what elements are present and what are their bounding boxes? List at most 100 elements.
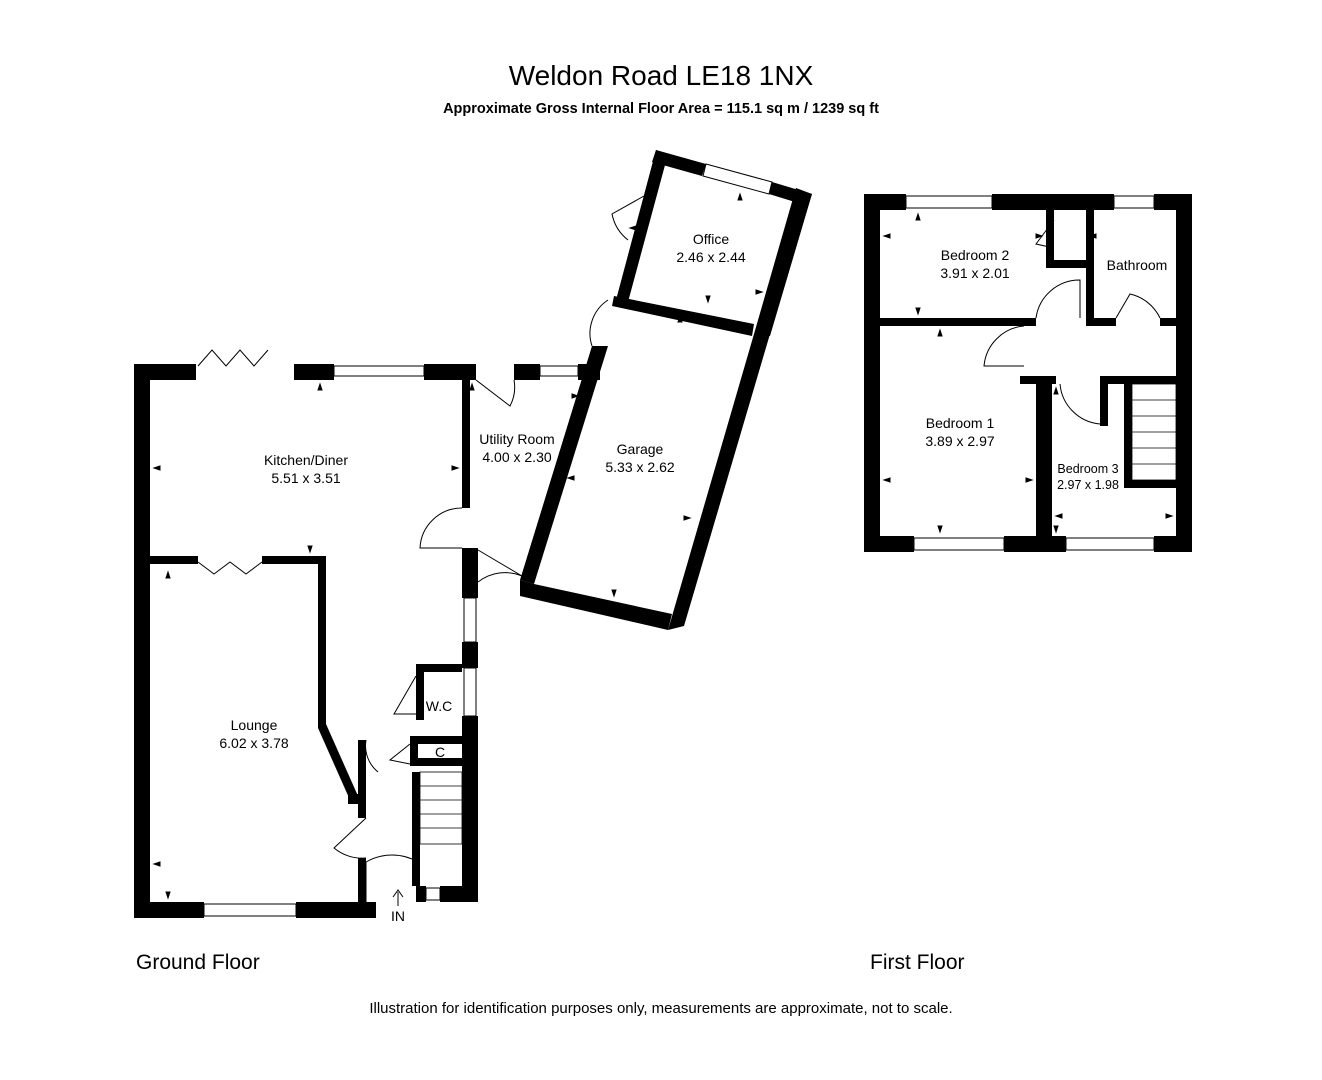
bifold-door-kitchen — [197, 349, 269, 367]
ff-wall-bed1-east — [1036, 376, 1044, 552]
ff-wall-south-c — [1154, 536, 1192, 552]
room-size-bedroom1: 3.89 x 2.97 — [925, 433, 994, 449]
wall-wc-south — [410, 736, 462, 744]
ff-wall-stair-inner — [1124, 384, 1132, 484]
wall-garage-office — [612, 296, 754, 336]
wall-east-low — [462, 716, 478, 902]
stairs — [419, 771, 463, 845]
door-bedroom3 — [1059, 383, 1101, 425]
floor-area-subtitle: Approximate Gross Internal Floor Area = … — [443, 101, 879, 117]
front-door-swing — [365, 854, 419, 918]
disclaimer-text: Illustration for identification purposes… — [369, 1000, 953, 1017]
window-bedroom1 — [913, 537, 1005, 551]
ff-wall-stairwell-north — [1100, 376, 1176, 384]
door-garage-office — [589, 299, 609, 347]
door-bedroom2 — [1035, 279, 1081, 319]
wall-stairs-west — [412, 772, 420, 886]
wall-lounge-east-angled — [318, 556, 358, 800]
window-utility — [539, 365, 579, 377]
window-hall-south — [425, 887, 441, 901]
wall-wc-north — [416, 664, 462, 672]
wall-utility-south-post — [462, 548, 478, 598]
first-floor-label: First Floor — [870, 951, 965, 974]
dimension-arrows — [152, 192, 764, 900]
ff-wall-landing — [1020, 376, 1056, 384]
room-size-bedroom3: 2.97 x 1.98 — [1057, 478, 1119, 492]
door-bathroom — [1115, 293, 1161, 319]
wall-wc-west — [416, 664, 424, 720]
room-name-kitchen: Kitchen/Diner — [264, 452, 348, 468]
ground-floor-plan — [134, 150, 812, 918]
wall-lounge-east-knuckle — [348, 794, 362, 804]
ff-wall-north-a — [864, 194, 906, 210]
ff-wall-cupboard-west — [1046, 210, 1054, 268]
room-name-utility: Utility Room — [479, 431, 554, 447]
ff-wall-east — [1176, 194, 1192, 552]
room-size-lounge: 6.02 x 3.78 — [219, 735, 288, 751]
wall-south-hall — [440, 886, 478, 902]
wall-south-b — [296, 902, 376, 918]
wall-east-mid — [462, 642, 478, 668]
ff-wall-south-a — [864, 536, 914, 552]
ff-wall-north-c — [1154, 194, 1192, 210]
wall-utility-north — [514, 364, 540, 380]
room-name-bathroom: Bathroom — [1107, 257, 1168, 273]
wall-kitchen-east — [462, 364, 470, 508]
wall-cupboard-south — [410, 758, 462, 766]
wall-hall-west-low — [358, 858, 366, 918]
ground-floor-label: Ground Floor — [136, 951, 260, 974]
door-cupboard — [388, 743, 411, 765]
wall-hall-west — [358, 740, 366, 818]
room-size-kitchen: 5.51 x 3.51 — [271, 470, 340, 486]
wall-cupboard-west — [410, 744, 418, 758]
entrance-arrow-icon — [392, 889, 404, 906]
window-bathroom — [1113, 195, 1155, 209]
room-size-bedroom2: 3.91 x 2.01 — [940, 265, 1009, 281]
entrance-label: IN — [391, 908, 405, 924]
room-name-bedroom2: Bedroom 2 — [941, 247, 1010, 263]
window-hall-east — [463, 597, 477, 643]
door-utility-side — [477, 549, 523, 583]
window-office — [702, 163, 773, 195]
room-name-office: Office — [693, 231, 730, 247]
room-name-bedroom3: Bedroom 3 — [1057, 462, 1118, 476]
wall-south-hall-post — [416, 886, 426, 902]
window-lounge-south — [203, 903, 297, 917]
door-office — [611, 195, 645, 241]
ff-wall-stairwell-west — [1100, 376, 1108, 426]
wall-garage-west — [520, 346, 608, 584]
window-wc — [463, 667, 477, 717]
room-name-cupboard: C — [435, 744, 445, 760]
ff-wall-cupboard-south — [1046, 260, 1094, 268]
door-bedroom1 — [983, 325, 1025, 367]
room-name-lounge: Lounge — [231, 717, 278, 733]
wall-office-east — [754, 188, 812, 336]
wall-kitchen-lounge-a — [150, 556, 198, 564]
door-lounge-hall — [333, 817, 367, 859]
ff-wall-bathroom-west — [1086, 210, 1094, 326]
door-utility-north — [475, 379, 516, 407]
wall-office-north-a — [652, 150, 706, 176]
wall-west — [134, 364, 150, 918]
wall-north-b — [294, 364, 334, 380]
door-kitchen-utility — [419, 507, 463, 549]
ff-wall-bathroom-south-a — [1086, 318, 1116, 326]
wall-office-west — [616, 150, 668, 302]
wall-garage-east — [668, 334, 770, 630]
door-cupboard-ff — [1035, 219, 1055, 249]
room-size-garage: 5.33 x 2.62 — [605, 459, 674, 475]
ff-wall-north-b — [992, 194, 1114, 210]
window-kitchen-north — [333, 365, 425, 377]
window-bedroom2 — [905, 195, 993, 209]
door-hall-swing — [365, 739, 379, 773]
wall-garage-south — [520, 580, 672, 630]
first-floor-plan — [864, 194, 1192, 552]
wall-kitchen-lounge-b — [262, 556, 326, 564]
ff-dimension-arrows — [882, 212, 1174, 534]
room-name-bedroom1: Bedroom 1 — [926, 415, 995, 431]
door-wc — [393, 675, 417, 715]
ff-wall-south-b — [1004, 536, 1066, 552]
room-name-garage: Garage — [617, 441, 664, 457]
room-size-utility: 4.00 x 2.30 — [482, 449, 551, 465]
wall-south-a — [134, 902, 204, 918]
